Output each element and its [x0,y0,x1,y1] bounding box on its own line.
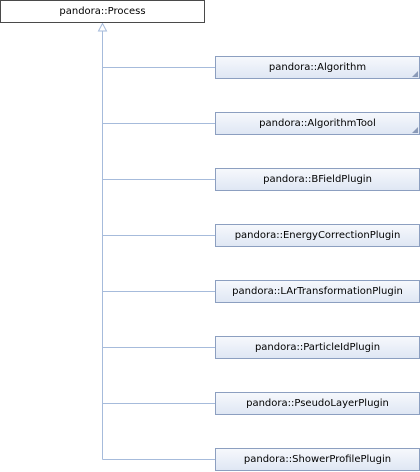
derived-class-label: pandora::ParticleIdPlugin [254,342,381,353]
derived-class-node-algorithm[interactable]: pandora::Algorithm [215,56,420,79]
derived-class-label: pandora::BFieldPlugin [263,174,372,185]
derived-class-label: pandora::PseudoLayerPlugin [246,398,389,409]
derived-class-node-pseudo-layer-plugin[interactable]: pandora::PseudoLayerPlugin [215,392,420,415]
inheritance-arrowhead-icon [97,22,108,32]
base-class-node[interactable]: pandora::Process [0,0,205,23]
derived-class-label: pandora::Algorithm [268,62,367,73]
collapsed-corner-icon [412,71,418,77]
derived-class-label: pandora::LArTransformationPlugin [232,286,403,297]
base-class-label: pandora::Process [59,6,146,17]
derived-class-label: pandora::AlgorithmTool [259,118,376,129]
derived-class-label: pandora::EnergyCorrectionPlugin [234,230,401,241]
collapsed-corner-icon [412,127,418,133]
derived-class-node-particle-id-plugin[interactable]: pandora::ParticleIdPlugin [215,336,420,359]
derived-class-node-shower-profile-plugin[interactable]: pandora::ShowerProfilePlugin [215,448,420,471]
derived-class-label: pandora::ShowerProfilePlugin [243,454,392,465]
derived-class-node-lar-transformation-plugin[interactable]: pandora::LArTransformationPlugin [215,280,420,303]
derived-class-node-energy-correction-plugin[interactable]: pandora::EnergyCorrectionPlugin [215,224,420,247]
derived-class-node-bfield-plugin[interactable]: pandora::BFieldPlugin [215,168,420,191]
derived-class-node-algorithm-tool[interactable]: pandora::AlgorithmTool [215,112,420,135]
